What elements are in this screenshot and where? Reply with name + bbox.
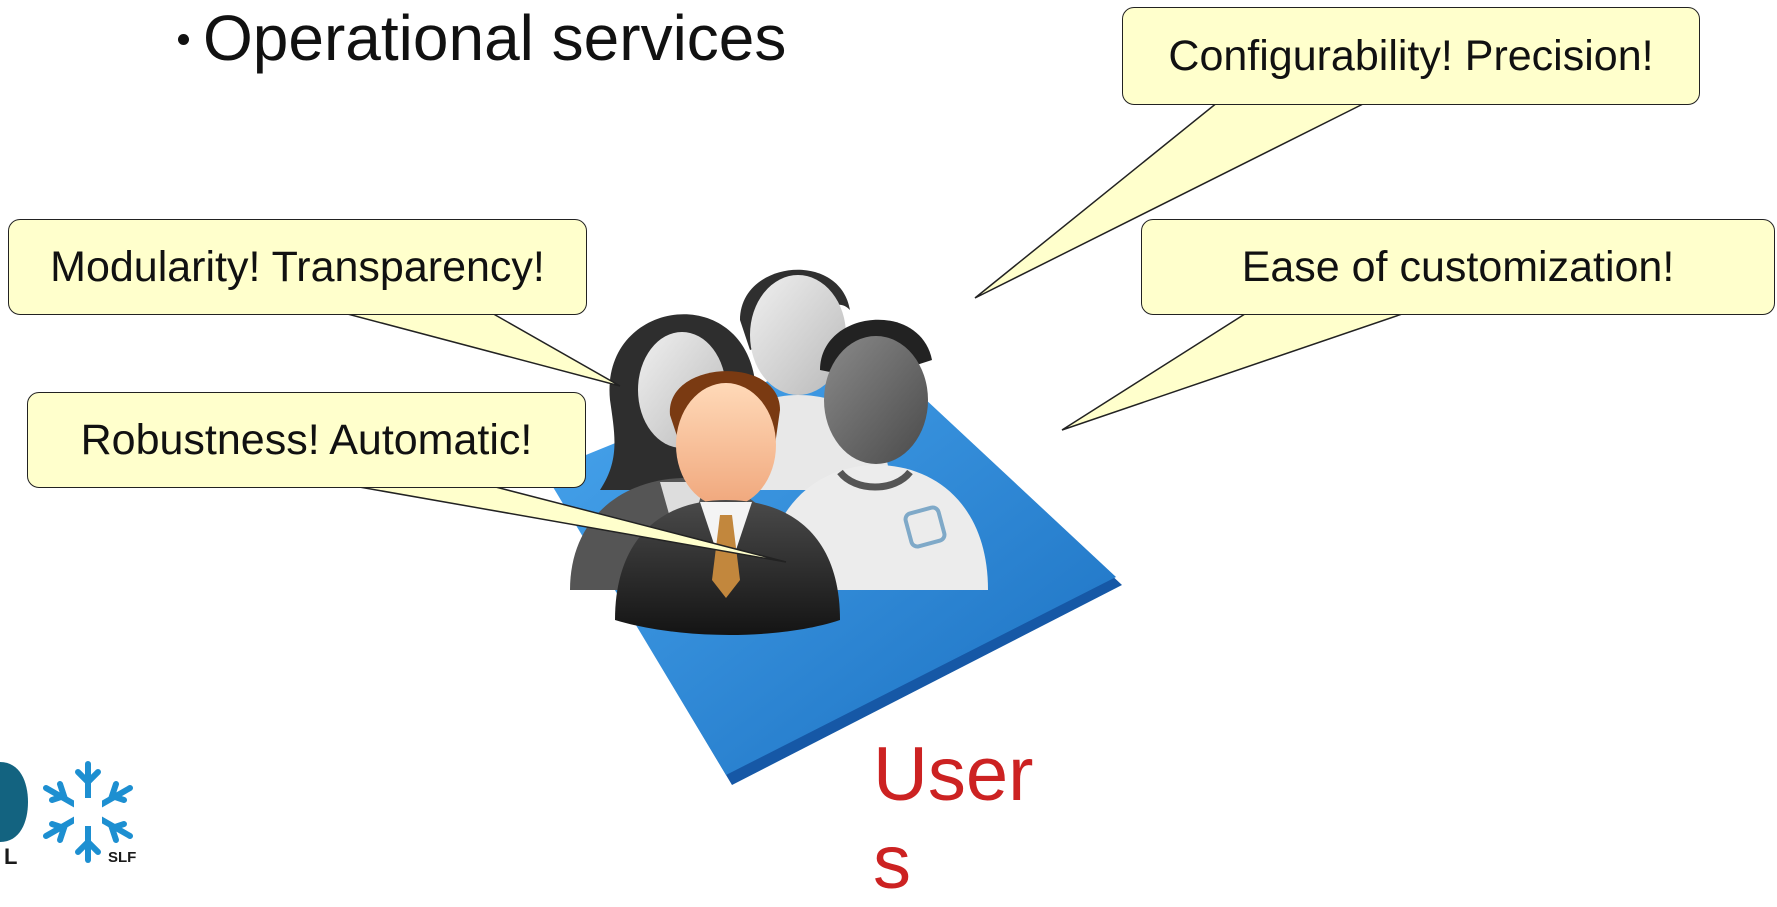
modularity-callout-tail bbox=[339, 311, 621, 387]
users-label-line2: s bbox=[873, 820, 911, 905]
ease-callout-tail bbox=[1061, 311, 1409, 431]
callout-modularity: Modularity! Transparency! bbox=[8, 219, 587, 315]
wsl-slf-logo: L SLF bbox=[0, 761, 136, 869]
callout-ease-of-customization: Ease of customization! bbox=[1141, 219, 1775, 315]
callout-robustness: Robustness! Automatic! bbox=[27, 392, 586, 488]
wsl-logo-letter: L bbox=[4, 844, 17, 869]
robustness-callout-tail bbox=[347, 484, 787, 563]
users-label: User s bbox=[873, 731, 1073, 907]
bullet-dot bbox=[178, 33, 189, 45]
slf-logo-text: SLF bbox=[108, 849, 136, 866]
users-group-icon bbox=[544, 269, 1122, 785]
wsl-logo-icon bbox=[0, 762, 28, 842]
bullet-text: Operational services bbox=[203, 2, 787, 74]
bullet-item: Operational services bbox=[178, 2, 786, 74]
callout-configurability: Configurability! Precision! bbox=[1122, 7, 1700, 105]
users-label-line1: User bbox=[873, 732, 1034, 817]
